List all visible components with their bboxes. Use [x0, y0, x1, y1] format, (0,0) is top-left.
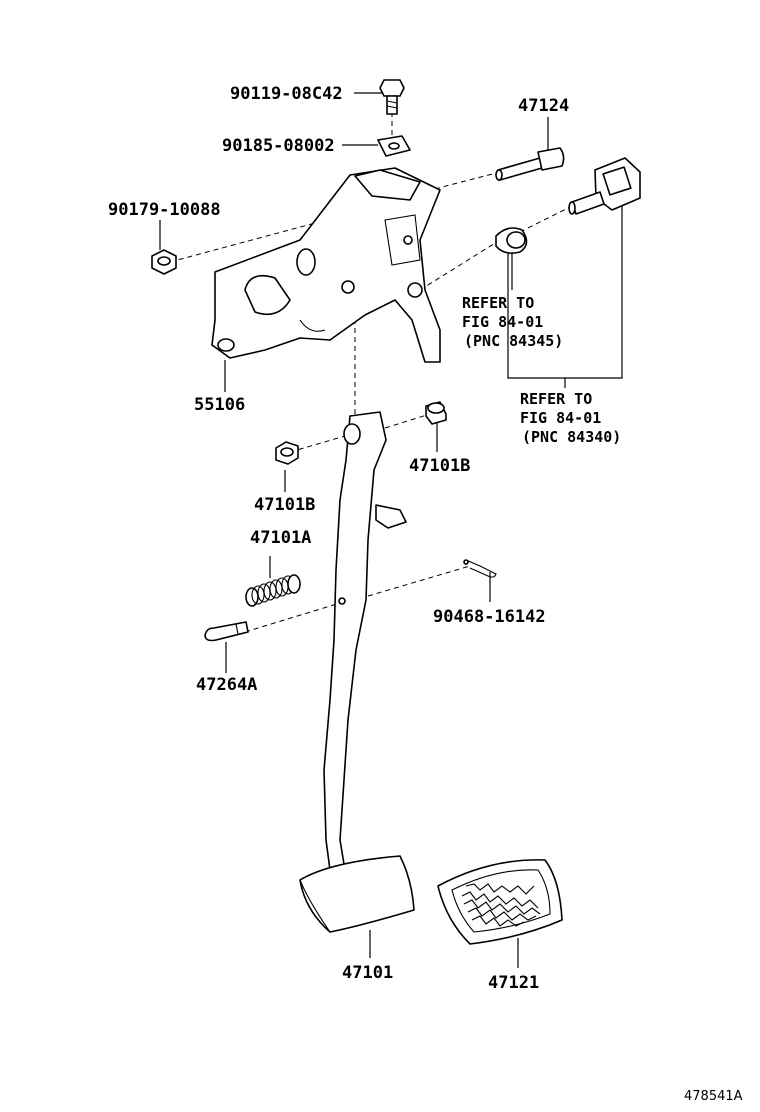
ref-84340-line3: (PNC 84340): [522, 428, 621, 446]
pedal-pad-47121: [437, 859, 563, 945]
cushion-84345: [495, 227, 528, 254]
part-labels: 90119-08C42 90185-08002 47124 90179-1008…: [108, 84, 569, 993]
reference-note-84340: REFER TO FIG 84-01 (PNC 84340): [520, 390, 621, 446]
label-47101b-left: 47101B: [254, 495, 315, 515]
pedal-pad-texture: [461, 883, 541, 927]
nut-90185: [377, 135, 411, 157]
label-47101b-right: 47101B: [409, 456, 470, 476]
drawing-number: 478541A: [684, 1089, 743, 1104]
ref-84340-line1: REFER TO: [520, 390, 592, 408]
reference-note-84345: REFER TO FIG 84-01 (PNC 84345): [462, 294, 563, 350]
label-47264a: 47264A: [196, 675, 257, 695]
leader-lines: [159, 92, 623, 968]
bracket-55106: [211, 167, 441, 363]
ref-84340-line2: FIG 84-01: [520, 409, 601, 427]
pin-47264a: [204, 621, 249, 642]
label-47101: 47101: [342, 963, 393, 983]
spring-47101a: [245, 574, 301, 607]
bolt-90119: [379, 79, 405, 115]
label-90468: 90468-16142: [433, 607, 546, 627]
pin-47124: [495, 147, 565, 181]
label-47124: 47124: [518, 96, 569, 116]
pedal-arm-47101: [299, 411, 415, 933]
assembly-lines: [169, 112, 573, 633]
label-55106: 55106: [194, 395, 245, 415]
label-47121: 47121: [488, 973, 539, 993]
nut-90179: [151, 249, 177, 275]
label-90179: 90179-10088: [108, 200, 221, 220]
ref-84345-line3: (PNC 84345): [464, 332, 563, 350]
ref-84345-line2: FIG 84-01: [462, 313, 543, 331]
label-47101a: 47101A: [250, 528, 311, 548]
bushing-47101b-right: [425, 401, 447, 425]
clip-90468: [463, 559, 497, 578]
ref-84345-line1: REFER TO: [462, 294, 534, 312]
label-90185: 90185-08002: [222, 136, 335, 156]
label-90119: 90119-08C42: [230, 84, 343, 104]
switch-84340: [568, 157, 641, 215]
bushing-47101b-left: [275, 441, 299, 465]
